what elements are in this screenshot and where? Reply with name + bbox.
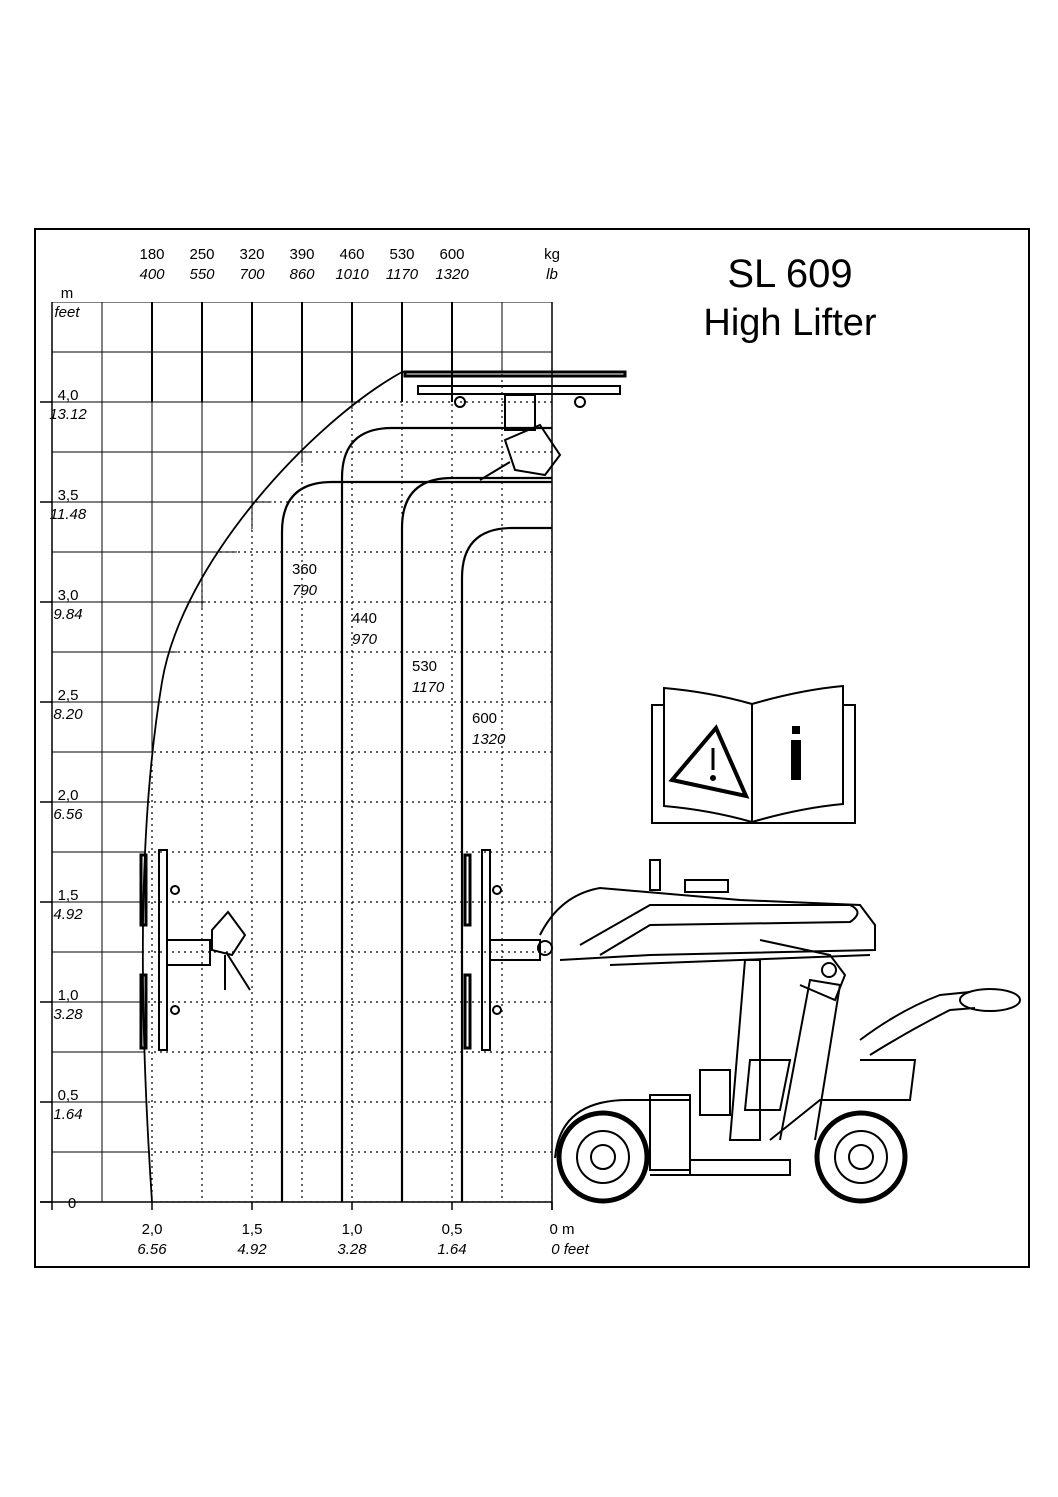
grid [52, 302, 552, 1202]
x-tick-label-ft: 1.64 [437, 1241, 466, 1258]
chart-frame [34, 228, 1030, 1268]
y-tick-label-ft: 9.84 [53, 606, 82, 623]
load-curve-lb: 1170 [412, 679, 445, 696]
envelope-curve [141, 371, 432, 1203]
y-tick-label-m: 1,0 [58, 987, 79, 1004]
y-tick-label-m: 4,0 [58, 387, 79, 404]
load-column-kg: 460 [339, 246, 364, 263]
x-tick-label-ft: 3.28 [337, 1241, 367, 1258]
y-tick-label-m: 0 [68, 1195, 76, 1212]
chart-title: SL 609 [727, 252, 853, 296]
load-column-kg: 180 [139, 246, 164, 263]
y-tick-label-m: 3,0 [58, 587, 79, 604]
load-curve-kg: 360 [292, 561, 317, 578]
chart-subtitle: High Lifter [703, 302, 877, 344]
load-column-lb: 550 [189, 266, 215, 283]
y-unit-m: m [61, 285, 74, 302]
load-curve-lb: 970 [352, 631, 378, 648]
title-block: SL 609 High Lifter [660, 250, 920, 348]
top-unit-lb: lb [546, 266, 558, 283]
x-tick-label-ft: 6.56 [137, 1241, 167, 1258]
load-column-kg: 390 [289, 246, 314, 263]
y-tick-label-ft: 8.20 [53, 706, 83, 723]
load-column-lb: 1010 [335, 266, 369, 283]
load-column-lb: 700 [239, 266, 265, 283]
load-column-kg: 250 [189, 246, 214, 263]
y-tick-label-m: 0,5 [58, 1087, 79, 1104]
load-column-kg: 530 [389, 246, 414, 263]
y-unit-feet: feet [54, 304, 80, 321]
load-curve [460, 526, 552, 1202]
y-tick-label-m: 2,0 [58, 787, 79, 804]
load-column-kg: 600 [439, 246, 464, 263]
y-tick-label-ft: 6.56 [53, 806, 83, 823]
x-tick-label-m: 1,0 [342, 1221, 363, 1238]
load-curve [280, 480, 552, 1202]
y-tick-label-ft: 4.92 [53, 906, 83, 923]
x-tick-label-ft: 4.92 [237, 1241, 267, 1258]
y-tick-label-ft: 3.28 [53, 1006, 83, 1023]
load-curve [400, 476, 552, 1202]
load-curve-lb: 1320 [472, 731, 506, 748]
load-column-lb: 1170 [386, 266, 419, 283]
y-tick-label-m: 2,5 [58, 687, 79, 704]
manual-info-icon [651, 684, 856, 824]
y-tick-label-m: 1,5 [58, 887, 79, 904]
x-tick-label-m: 0 m [549, 1221, 574, 1238]
load-curves: 360 790 440 970 530 1170 600 1320 [141, 371, 552, 1203]
axis-labels: 180 400 250 550 320 700 390 860 460 1010 530 1170 60… [40, 246, 590, 1258]
load-curve [340, 426, 552, 1202]
x-tick-label-m: 0,5 [442, 1221, 463, 1238]
suction-frame-far-reach [139, 849, 251, 1051]
x-tick-label-m: 1,5 [242, 1221, 263, 1238]
y-tick-label-ft: 1.64 [53, 1106, 82, 1123]
load-column-lb: 860 [289, 266, 315, 283]
load-curve-lb: 790 [292, 582, 318, 599]
load-curve-kg: 600 [472, 710, 497, 727]
load-curve-kg: 530 [412, 658, 437, 675]
load-curve-kg: 440 [352, 610, 377, 627]
high-lifter-vehicle [463, 849, 1021, 1204]
load-column-lb: 1320 [435, 266, 469, 283]
y-tick-label-ft: 11.48 [50, 506, 87, 523]
load-column-lb: 400 [139, 266, 165, 283]
x-tick-label-m: 2,0 [142, 1221, 163, 1238]
top-unit-kg: kg [544, 246, 560, 263]
load-column-kg: 320 [239, 246, 264, 263]
y-tick-label-ft: 13.12 [49, 406, 87, 423]
x-tick-label-ft: 0 feet [551, 1241, 589, 1258]
y-tick-label-m: 3,5 [58, 487, 79, 504]
suction-frame-top [403, 370, 627, 481]
